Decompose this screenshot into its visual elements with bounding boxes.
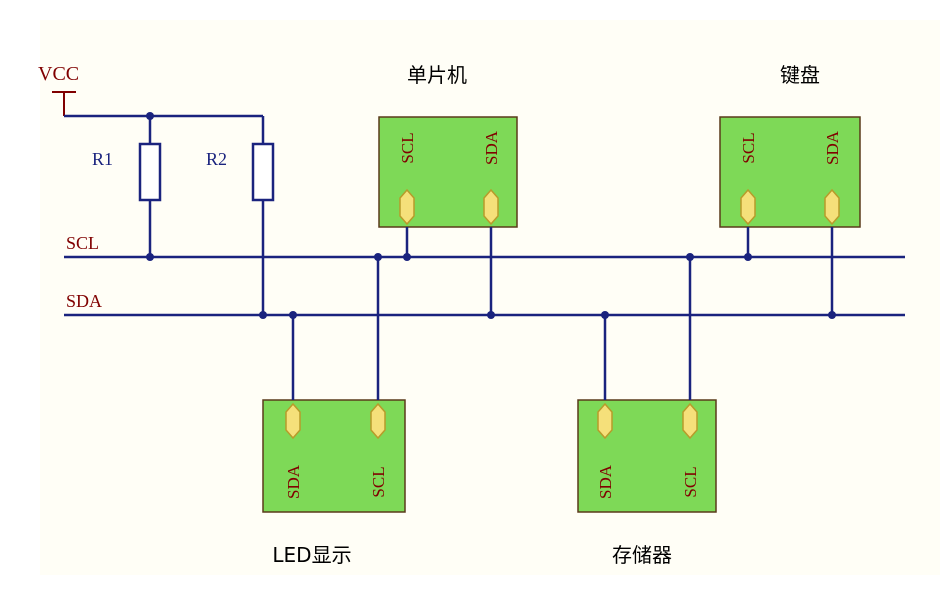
device-keyboard-title: 键盘 [780,63,820,87]
junction-dot [146,253,154,261]
junction-dot [487,311,495,319]
device-led-pin-2-label: SCL [369,466,388,497]
device-memory-title: 存储器 [612,543,672,567]
junction-dot [686,253,694,261]
r2-label: R2 [206,149,227,169]
r1-label: R1 [92,149,113,169]
device-memory: SDA SCL 存储器 [577,257,717,567]
junction-dots [146,253,836,319]
power-section: VCC R1 R2 [38,63,275,315]
device-mcu: 单片机 SCL SDA [378,63,518,315]
junction-dot [828,311,836,319]
junction-dot [601,311,609,319]
device-mcu-pin-2 [483,188,499,226]
junction-dot [289,311,297,319]
junction-dot [744,253,752,261]
vcc-label: VCC [38,63,79,85]
device-memory-pin-2 [682,402,698,440]
device-memory-pin-1-label: SDA [596,464,615,499]
scl-bus-label: SCL [66,233,99,253]
device-led-pin-1 [285,402,301,440]
device-mcu-title: 单片机 [407,63,467,87]
device-led-pin-2 [370,402,386,440]
device-led-pin-1-label: SDA [284,464,303,499]
device-keyboard-pin-2 [824,188,840,226]
r1-resistor [138,142,162,202]
device-keyboard: 键盘 SCL SDA [719,63,861,315]
r2-resistor [251,142,275,202]
device-keyboard-pin-1-label: SCL [739,132,758,163]
sda-bus-label: SDA [66,291,102,311]
device-memory-pin-2-label: SCL [681,466,700,497]
junction-dot [403,253,411,261]
device-led-title: LED显示 [272,543,351,567]
device-mcu-pin-1-label: SCL [398,132,417,163]
device-led: SDA SCL LED显示 [262,257,406,567]
device-keyboard-pin-2-label: SDA [823,130,842,165]
vcc-symbol [52,91,76,116]
bus-lines: SCL SDA [64,233,905,317]
device-mcu-pin-2-label: SDA [482,130,501,165]
junction-dot [259,311,267,319]
device-keyboard-pin-1 [740,188,756,226]
junction-dot [374,253,382,261]
device-memory-pin-1 [597,402,613,440]
device-mcu-pin-1 [399,188,415,226]
vcc-junction-dot [146,112,154,120]
